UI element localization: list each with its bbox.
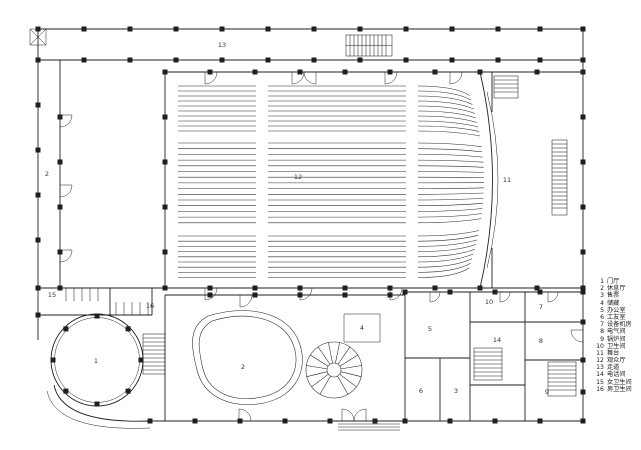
room-number-label: 15 <box>48 291 56 299</box>
walls-layer <box>29 28 584 431</box>
auditorium-seat-rows <box>178 85 485 278</box>
legend-item-number: 6 <box>600 313 604 321</box>
curved-colonnade-outer <box>46 390 151 429</box>
legend-item-number: 2 <box>600 285 604 293</box>
legend-item-number: 12 <box>596 357 604 365</box>
legend-item-number: 10 <box>596 342 604 350</box>
legend-item-number: 4 <box>600 299 604 307</box>
room-number-label: 10 <box>485 298 493 306</box>
legend-item-label: 办公室 <box>607 306 626 314</box>
legend-item-label: 门厅 <box>607 278 620 285</box>
legend-item-label: 电话间 <box>607 371 626 379</box>
room-number-label: 3 <box>454 387 458 395</box>
room-number-label: 14 <box>493 336 501 344</box>
legend-item-label: 售票 <box>607 292 620 300</box>
legend-item-number: 5 <box>600 306 604 314</box>
outer-wall <box>38 28 584 422</box>
legend-item-number: 14 <box>596 371 604 379</box>
door-swings-layer <box>59 71 584 422</box>
legend-item-number: 7 <box>600 321 604 329</box>
room-number-label: 6 <box>419 387 423 395</box>
legend-item-number: 11 <box>596 349 604 357</box>
proscenium-curve <box>479 71 493 289</box>
room-number-label: 12 <box>294 173 302 181</box>
orchestra-curve <box>486 91 499 269</box>
legend-item-number: 8 <box>600 328 604 336</box>
legend-item-number: 13 <box>596 364 604 372</box>
room-number-label: 8 <box>539 337 543 345</box>
legend-item-label: 观众厅 <box>607 357 626 365</box>
stairs-layer <box>142 34 577 397</box>
legend-item-number: 15 <box>596 378 604 386</box>
legend-item-label: 男卫生间 <box>607 385 632 393</box>
legend-item-number: 16 <box>596 385 604 393</box>
legend-item-label: 储藏 <box>607 299 620 307</box>
room-number-label: 5 <box>428 325 432 333</box>
legend-item-number: 3 <box>600 292 604 300</box>
room-number-label: 16 <box>146 302 154 310</box>
entrance-steps <box>338 423 400 431</box>
storage-room <box>343 313 381 343</box>
room-number-label: 13 <box>218 41 226 49</box>
room-number-label: 9 <box>545 388 549 396</box>
details-layer <box>65 288 363 405</box>
lounge-feature-outline <box>192 310 303 405</box>
spiral-stair <box>305 341 363 399</box>
structural-columns <box>35 26 586 424</box>
room-number-label: 4 <box>360 324 364 332</box>
legend-item-label: 休息厅 <box>607 285 626 293</box>
room-number-label: 11 <box>503 176 511 184</box>
legend-item-label: 设备机房 <box>607 321 632 329</box>
legend-item-label: 锅炉间 <box>607 335 626 343</box>
room-number-label: 7 <box>539 303 543 311</box>
room-number-label: 2 <box>45 170 49 178</box>
legend-item-label: 舞台 <box>607 349 620 357</box>
legend-item-number: 1 <box>600 278 604 285</box>
room-number-label: 1 <box>94 357 98 365</box>
legend-item-number: 9 <box>600 335 604 343</box>
chimney <box>29 28 47 46</box>
service-block-walls <box>404 291 583 421</box>
legend-item-label: 卫生间 <box>607 342 626 350</box>
legend-item-label: 工友室 <box>607 313 626 321</box>
room-number-label: 2 <box>241 363 245 371</box>
curved-colonnade <box>53 384 151 422</box>
legend-item-label: 电气间 <box>607 328 626 336</box>
legend-item-label: 走道 <box>607 364 620 372</box>
legend-item-label: 女卫生间 <box>607 378 632 386</box>
